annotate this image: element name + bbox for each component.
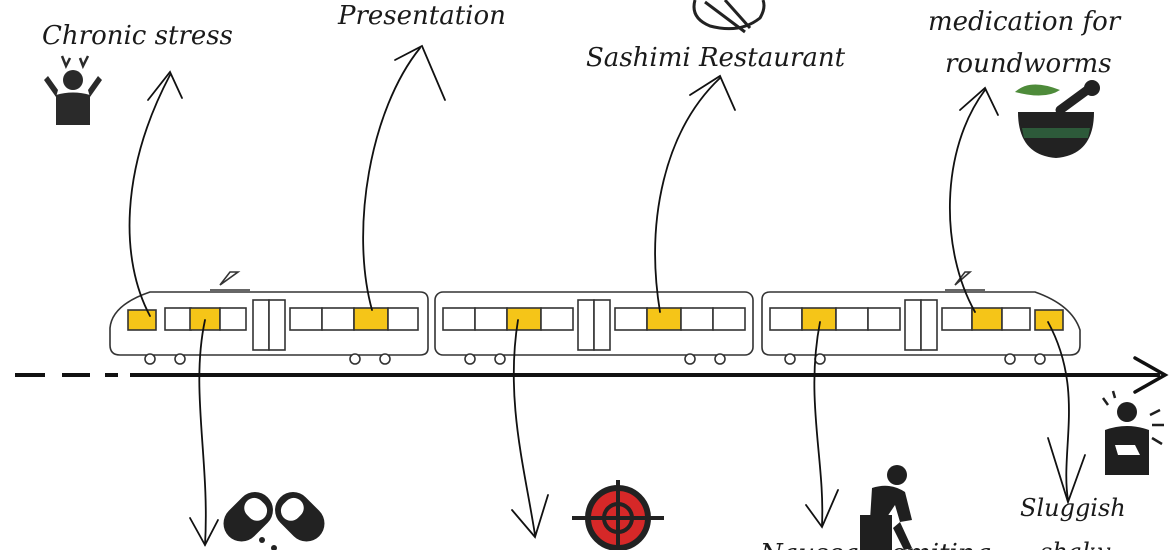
connector-target (512, 319, 536, 536)
label-presentation: Presentation (337, 1, 506, 31)
stressed-person-icon (44, 55, 102, 125)
connector-sluggish (1047, 321, 1070, 501)
connector-medication (949, 89, 986, 313)
target-icon (572, 480, 664, 550)
connector-chronic-stress (128, 74, 171, 317)
arrow-head-icon (1133, 356, 1169, 394)
label-sluggish-line2: shaky (1040, 538, 1111, 550)
chest-pain-person-icon (1101, 390, 1164, 475)
connector-capsules (198, 319, 207, 546)
mortar-pestle-icon (1015, 80, 1100, 158)
label-sashimi-restaurant: Sashimi Restaurant (586, 43, 846, 73)
label-medication-line1: medication for (928, 7, 1122, 37)
connector-nausea (813, 321, 824, 526)
window-accent (127, 309, 157, 331)
timeline-axis (15, 356, 1169, 394)
capsules-icon (223, 492, 325, 550)
train (109, 271, 1081, 365)
sitting-sad-person-icon (860, 465, 912, 550)
label-sluggish-line1: Sluggish (1020, 494, 1126, 522)
pantograph (219, 271, 241, 286)
plate-chopsticks-icon (692, 0, 766, 34)
connector-presentation (362, 47, 421, 311)
label-chronic-stress: Chronic stress (42, 21, 233, 51)
connectors (128, 44, 1086, 547)
label-medication-line2: roundworms (945, 49, 1112, 79)
connector-sashimi (654, 77, 721, 313)
